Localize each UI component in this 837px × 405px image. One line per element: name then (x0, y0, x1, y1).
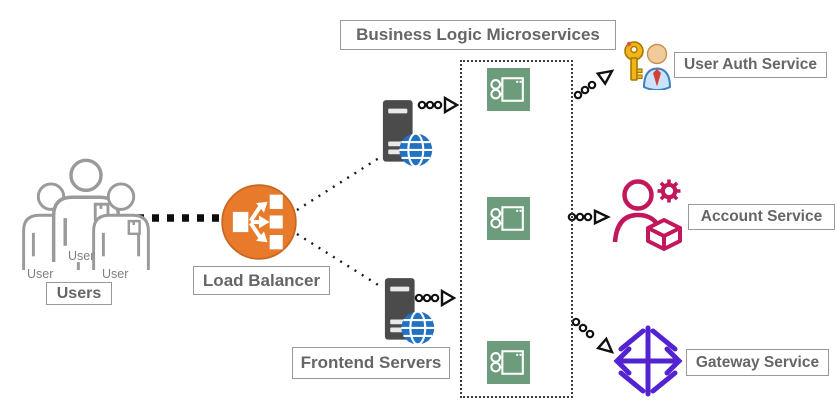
auth-service-caption[interactable]: User Auth Service (674, 52, 827, 78)
user-label: User (68, 249, 95, 263)
users-caption[interactable]: Users (46, 282, 112, 305)
frontend-server-icon[interactable] (372, 276, 436, 346)
edge-microservices-to-account[interactable] (567, 208, 611, 226)
avatar-icon (642, 43, 672, 90)
key-icon (624, 41, 644, 81)
account-icon[interactable] (612, 178, 688, 258)
globe-icon (401, 310, 435, 346)
frontend-server-icon[interactable] (370, 98, 434, 168)
cube-icon (646, 218, 682, 251)
gateway-service-caption[interactable]: Gateway Service (686, 349, 829, 376)
edge-frontend2-to-microservices[interactable] (414, 288, 457, 308)
microservice-icon[interactable] (487, 68, 530, 111)
edge-frontend1-to-microservices[interactable] (417, 95, 460, 115)
user-label: User (102, 267, 129, 281)
microservices-container[interactable] (460, 60, 573, 398)
gateway-icon[interactable] (608, 320, 688, 402)
user-label: User (27, 267, 54, 281)
load-balancer-caption[interactable]: Load Balancer (193, 266, 330, 295)
microservice-icon[interactable] (487, 197, 530, 240)
load-balancer-icon[interactable] (221, 184, 297, 260)
frontend-servers-caption[interactable]: Frontend Servers (292, 347, 450, 379)
edge-lb-to-frontend-1[interactable] (296, 156, 380, 212)
microservice-icon[interactable] (487, 341, 530, 384)
edge-microservices-to-auth[interactable] (573, 66, 616, 100)
auth-key-icon[interactable] (622, 40, 676, 90)
account-service-caption[interactable]: Account Service (688, 204, 835, 230)
user-icon[interactable] (85, 182, 157, 270)
microservices-title[interactable]: Business Logic Microservices (340, 20, 616, 50)
gear-icon (657, 179, 681, 203)
globe-icon (399, 132, 433, 168)
person-icon (612, 179, 659, 243)
